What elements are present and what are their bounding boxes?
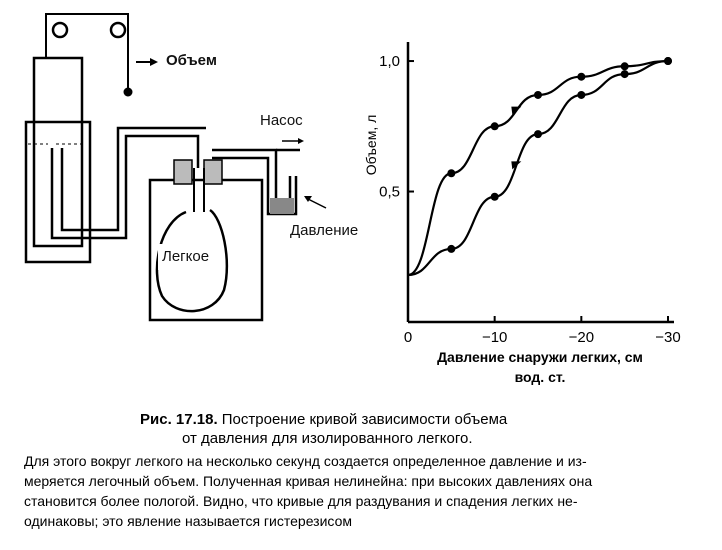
- counterweight-icon: [123, 87, 133, 97]
- data-point: [534, 130, 542, 139]
- y-tick-label: 0,5: [379, 184, 400, 201]
- spirometer-outer-container: [24, 120, 92, 264]
- x-tick-label: −10: [482, 329, 507, 346]
- y-axis-label: Объем, л: [363, 115, 379, 176]
- lung-label: Легкое: [162, 248, 210, 265]
- caption-line: становится более пологой. Видно, что кри…: [24, 493, 578, 509]
- stopper-left: [173, 159, 193, 185]
- pressure-arrow-head: [304, 196, 312, 202]
- data-point: [490, 122, 499, 131]
- x-tick-label: −30: [655, 329, 680, 346]
- direction-arrow-icon: [511, 106, 522, 115]
- data-point: [447, 244, 456, 253]
- x-tick-label: 0: [404, 329, 412, 346]
- x-axis-label: вод. ст.: [515, 369, 566, 385]
- caption-line: меряется легочный объем. Полученная крив…: [24, 473, 593, 489]
- caption-title-text: Построение кривой зависимости объема: [217, 411, 508, 428]
- caption-figure-number: Рис. 17.18.: [140, 411, 218, 428]
- data-point: [534, 90, 542, 99]
- lung-label-box: [158, 244, 222, 270]
- data-point: [620, 70, 629, 79]
- pump-arrow-head: [298, 138, 304, 144]
- pump-tube-inner: [212, 156, 298, 216]
- pulley-right-icon: [109, 21, 127, 39]
- spirometer-bell: [32, 56, 84, 248]
- pump-label: Насос: [260, 112, 303, 129]
- pressure-label: Давление: [290, 222, 359, 239]
- caption-line: Для этого вокруг легкого на несколько се…: [24, 453, 587, 469]
- caption-title-line2: от давления для изолированного легкого.: [182, 430, 473, 447]
- figure-caption: Рис. 17.18. Построение кривой зависимост…: [0, 404, 722, 550]
- direction-arrow-icon: [511, 161, 522, 170]
- volume-arrow-head: [150, 58, 158, 66]
- caption-title: Рис. 17.18. Построение кривой зависимост…: [140, 411, 507, 428]
- x-axis-label: Давление снаружи легких, см: [437, 349, 643, 365]
- manometer-liquid: [270, 198, 294, 214]
- trachea: [193, 168, 205, 212]
- stopper-right: [203, 159, 223, 185]
- data-point: [620, 62, 629, 71]
- caption-line: одинаковы; это явление называется гистер…: [24, 513, 352, 529]
- spirometer-tube: [50, 134, 200, 240]
- y-tick-label: 1,0: [379, 53, 400, 70]
- data-point: [664, 57, 672, 66]
- pulley-cord: [45, 13, 129, 88]
- pulley-left-icon: [51, 21, 69, 39]
- data-point: [577, 72, 586, 81]
- data-point: [577, 90, 586, 99]
- x-tick-label: −20: [569, 329, 594, 346]
- volume-label: Объем: [166, 52, 217, 69]
- data-point: [447, 169, 456, 178]
- data-point: [490, 192, 499, 201]
- spirometer-tube-inner: [60, 126, 206, 232]
